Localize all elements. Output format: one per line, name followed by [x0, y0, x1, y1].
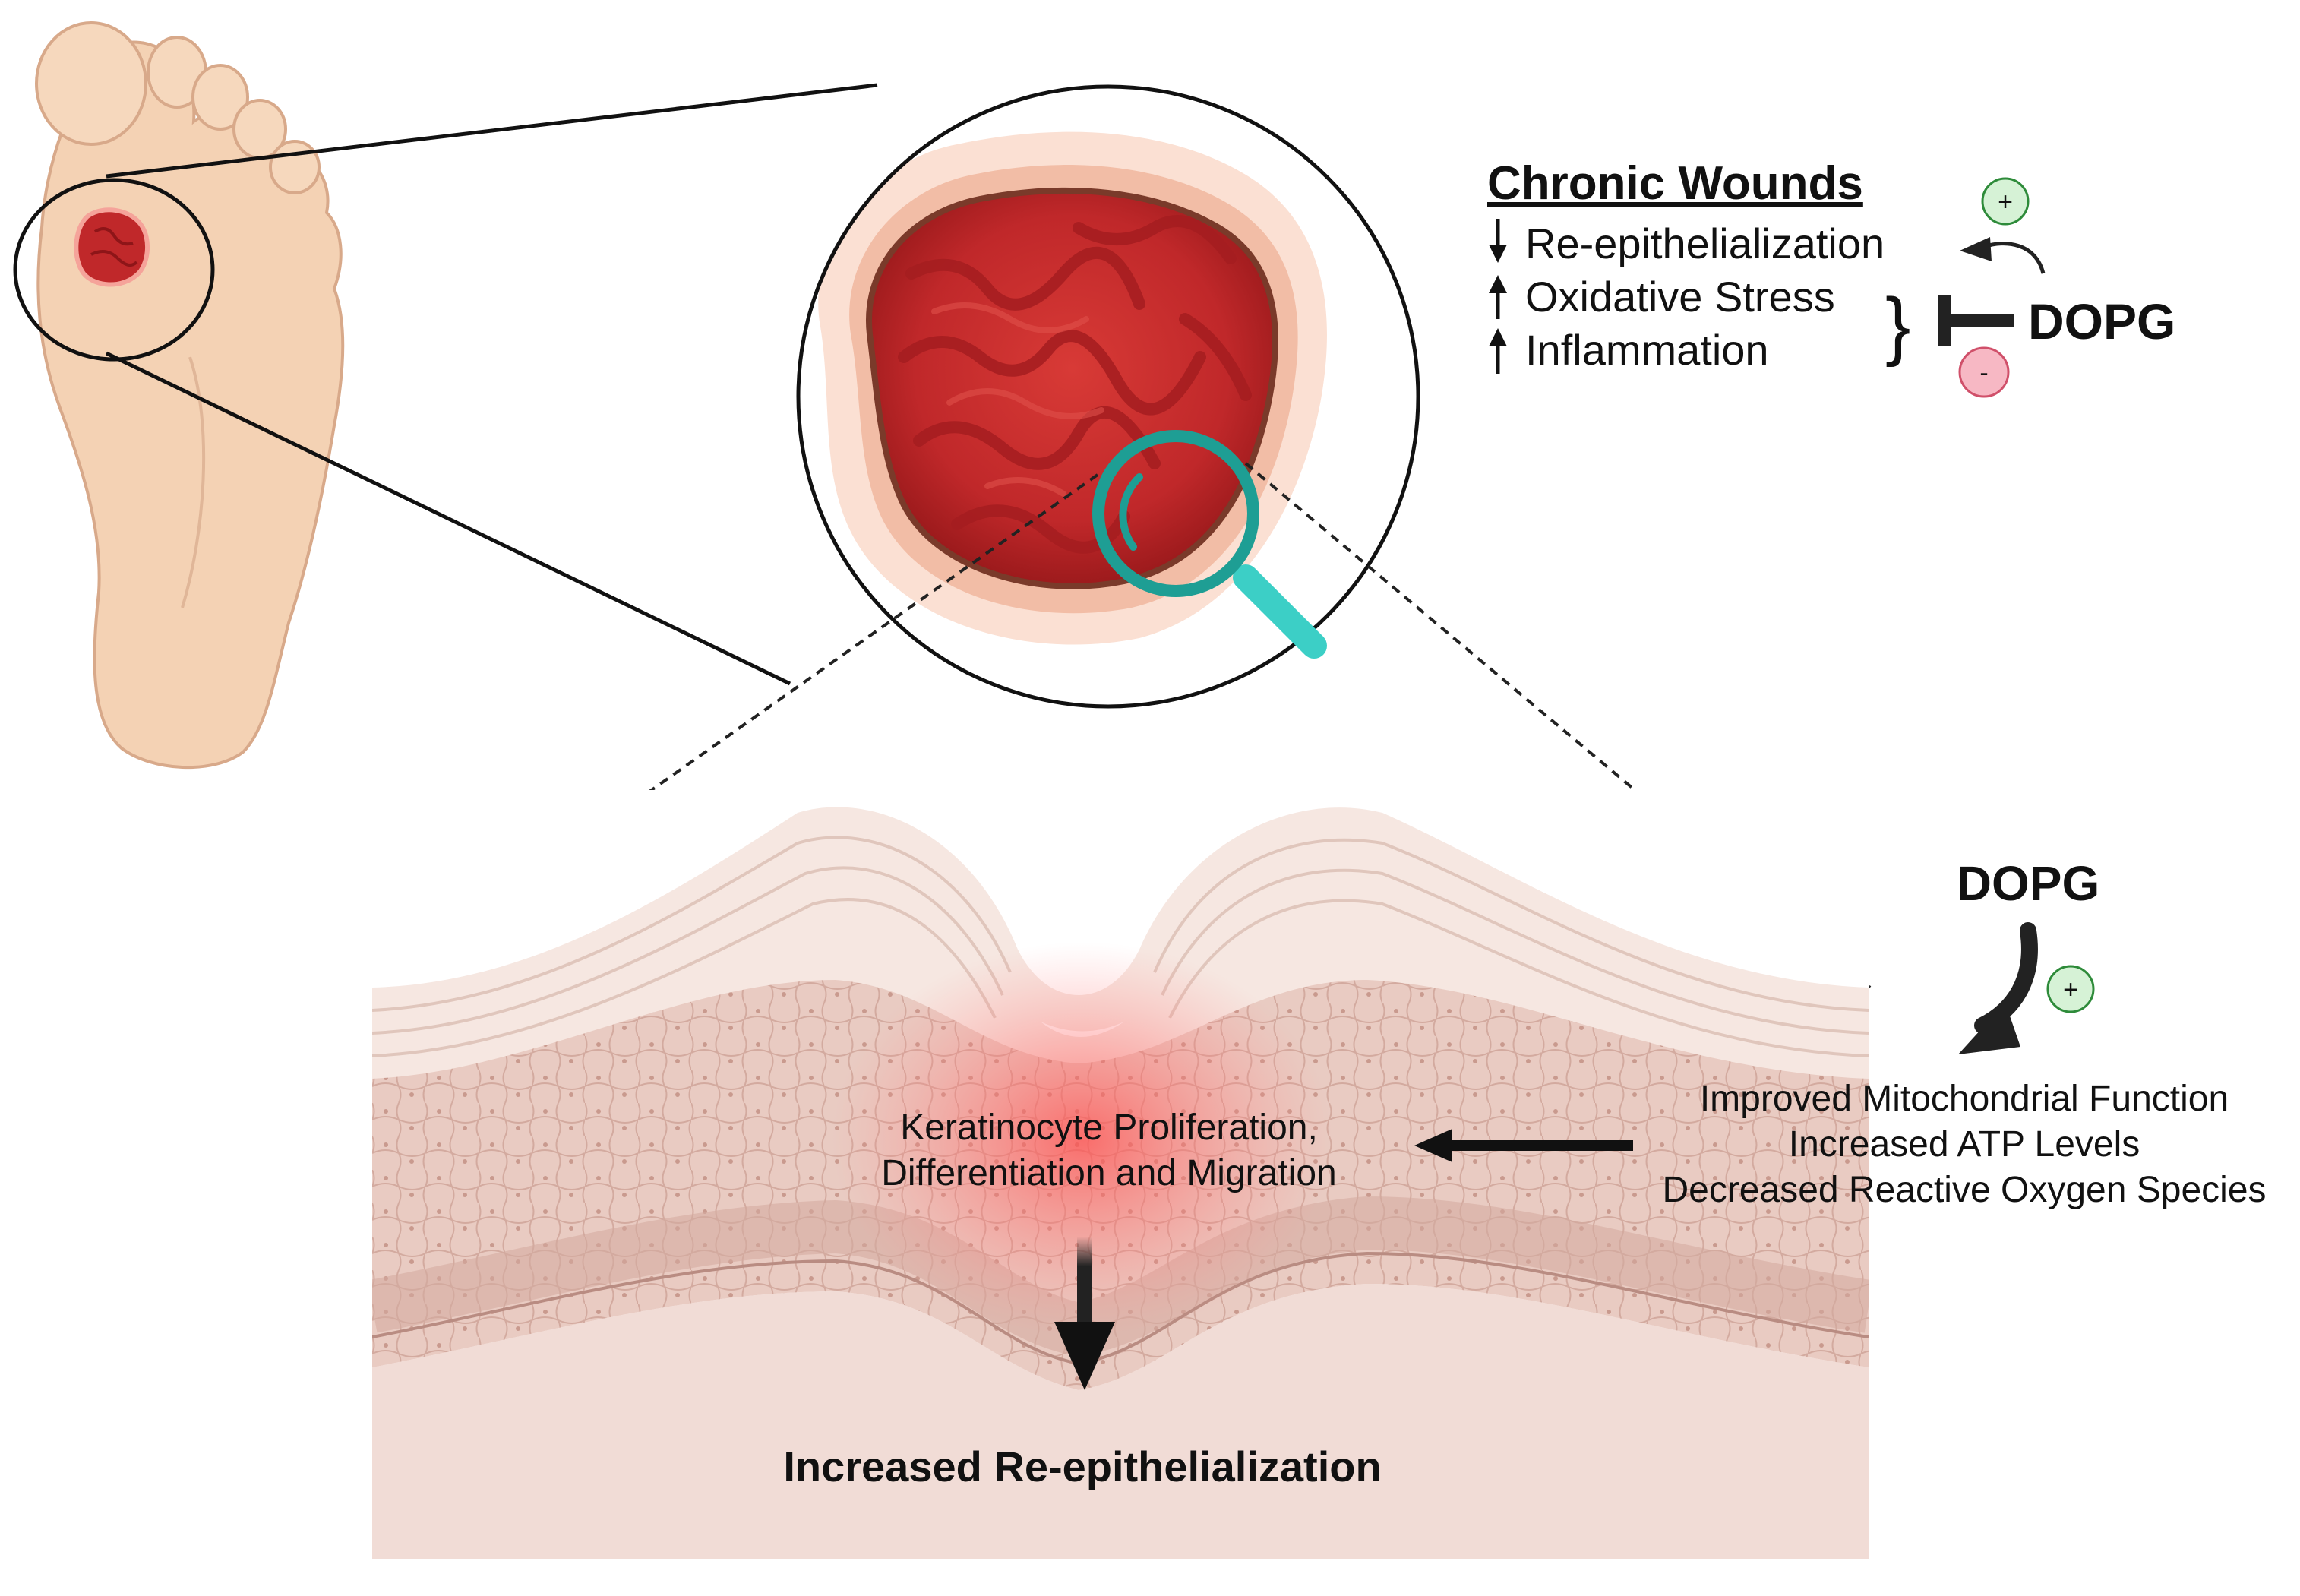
dopg-label: DOPG — [1957, 856, 2099, 911]
dopg-label: DOPG — [2028, 293, 2175, 349]
dotted-zoom-right — [1244, 462, 1872, 989]
mechanism-panel: DOPG + Improved Mitochondrial Function I… — [1662, 856, 2266, 1210]
mechanism-effect: Improved Mitochondrial Function — [1700, 1079, 2229, 1119]
zoom-line-top — [106, 83, 878, 179]
chronic-title: Chronic Wounds — [1487, 157, 1863, 210]
down-arrow-icon — [1054, 1237, 1115, 1390]
chronic-item-label: Oxidative Stress — [1525, 273, 1835, 321]
outcome-label: Increased Re-epithelialization — [783, 1443, 1381, 1490]
curved-arrow-icon — [1958, 922, 2038, 1054]
plus-badge: + — [2046, 965, 2095, 1013]
chronic-item-label: Inflammation — [1525, 326, 1769, 374]
dermis-layer — [372, 1284, 1869, 1559]
toe-5 — [269, 140, 321, 194]
grouping-brace: } — [1885, 283, 1910, 368]
big-toe — [35, 21, 147, 146]
process-label: Keratinocyte Proliferation, — [900, 1108, 1318, 1148]
zoom-circle-outline — [796, 84, 1420, 709]
chronic-item-label: Re-epithelialization — [1525, 220, 1885, 267]
up-arrow-icon — [1489, 275, 1507, 319]
mechanism-effect: Increased ATP Levels — [1789, 1124, 2140, 1165]
magnifier-icon — [1092, 430, 1327, 659]
foot-wound — [74, 207, 150, 287]
curved-arrow-icon — [1960, 237, 2046, 274]
down-arrow-icon — [1489, 219, 1507, 263]
skin-cross-section — [372, 790, 1869, 1559]
left-arrow-icon — [1414, 1129, 1633, 1162]
inhibition-icon — [1938, 295, 2014, 346]
wound-closeup — [796, 84, 1420, 709]
toe-3 — [191, 64, 249, 131]
process-label: Differentiation and Migration — [881, 1153, 1336, 1193]
svg-text:+: + — [2063, 975, 2078, 1004]
mechanism-effect: Decreased Reactive Oxygen Species — [1662, 1170, 2266, 1210]
svg-text:-: - — [1979, 359, 1988, 387]
zoom-line-bottom — [105, 351, 791, 686]
wound-bed — [866, 187, 1278, 589]
up-arrow-icon — [1489, 328, 1507, 374]
minus-badge: - — [1958, 346, 2010, 398]
healing-glow — [832, 942, 1333, 1337]
svg-text:+: + — [1998, 188, 2013, 216]
plus-badge: + — [1981, 177, 2030, 226]
foot-illustration — [13, 21, 345, 770]
chronic-wounds-panel: Chronic Wounds Re-epithelialization Oxid… — [1487, 157, 2175, 398]
foot-zoom-circle — [13, 178, 215, 362]
